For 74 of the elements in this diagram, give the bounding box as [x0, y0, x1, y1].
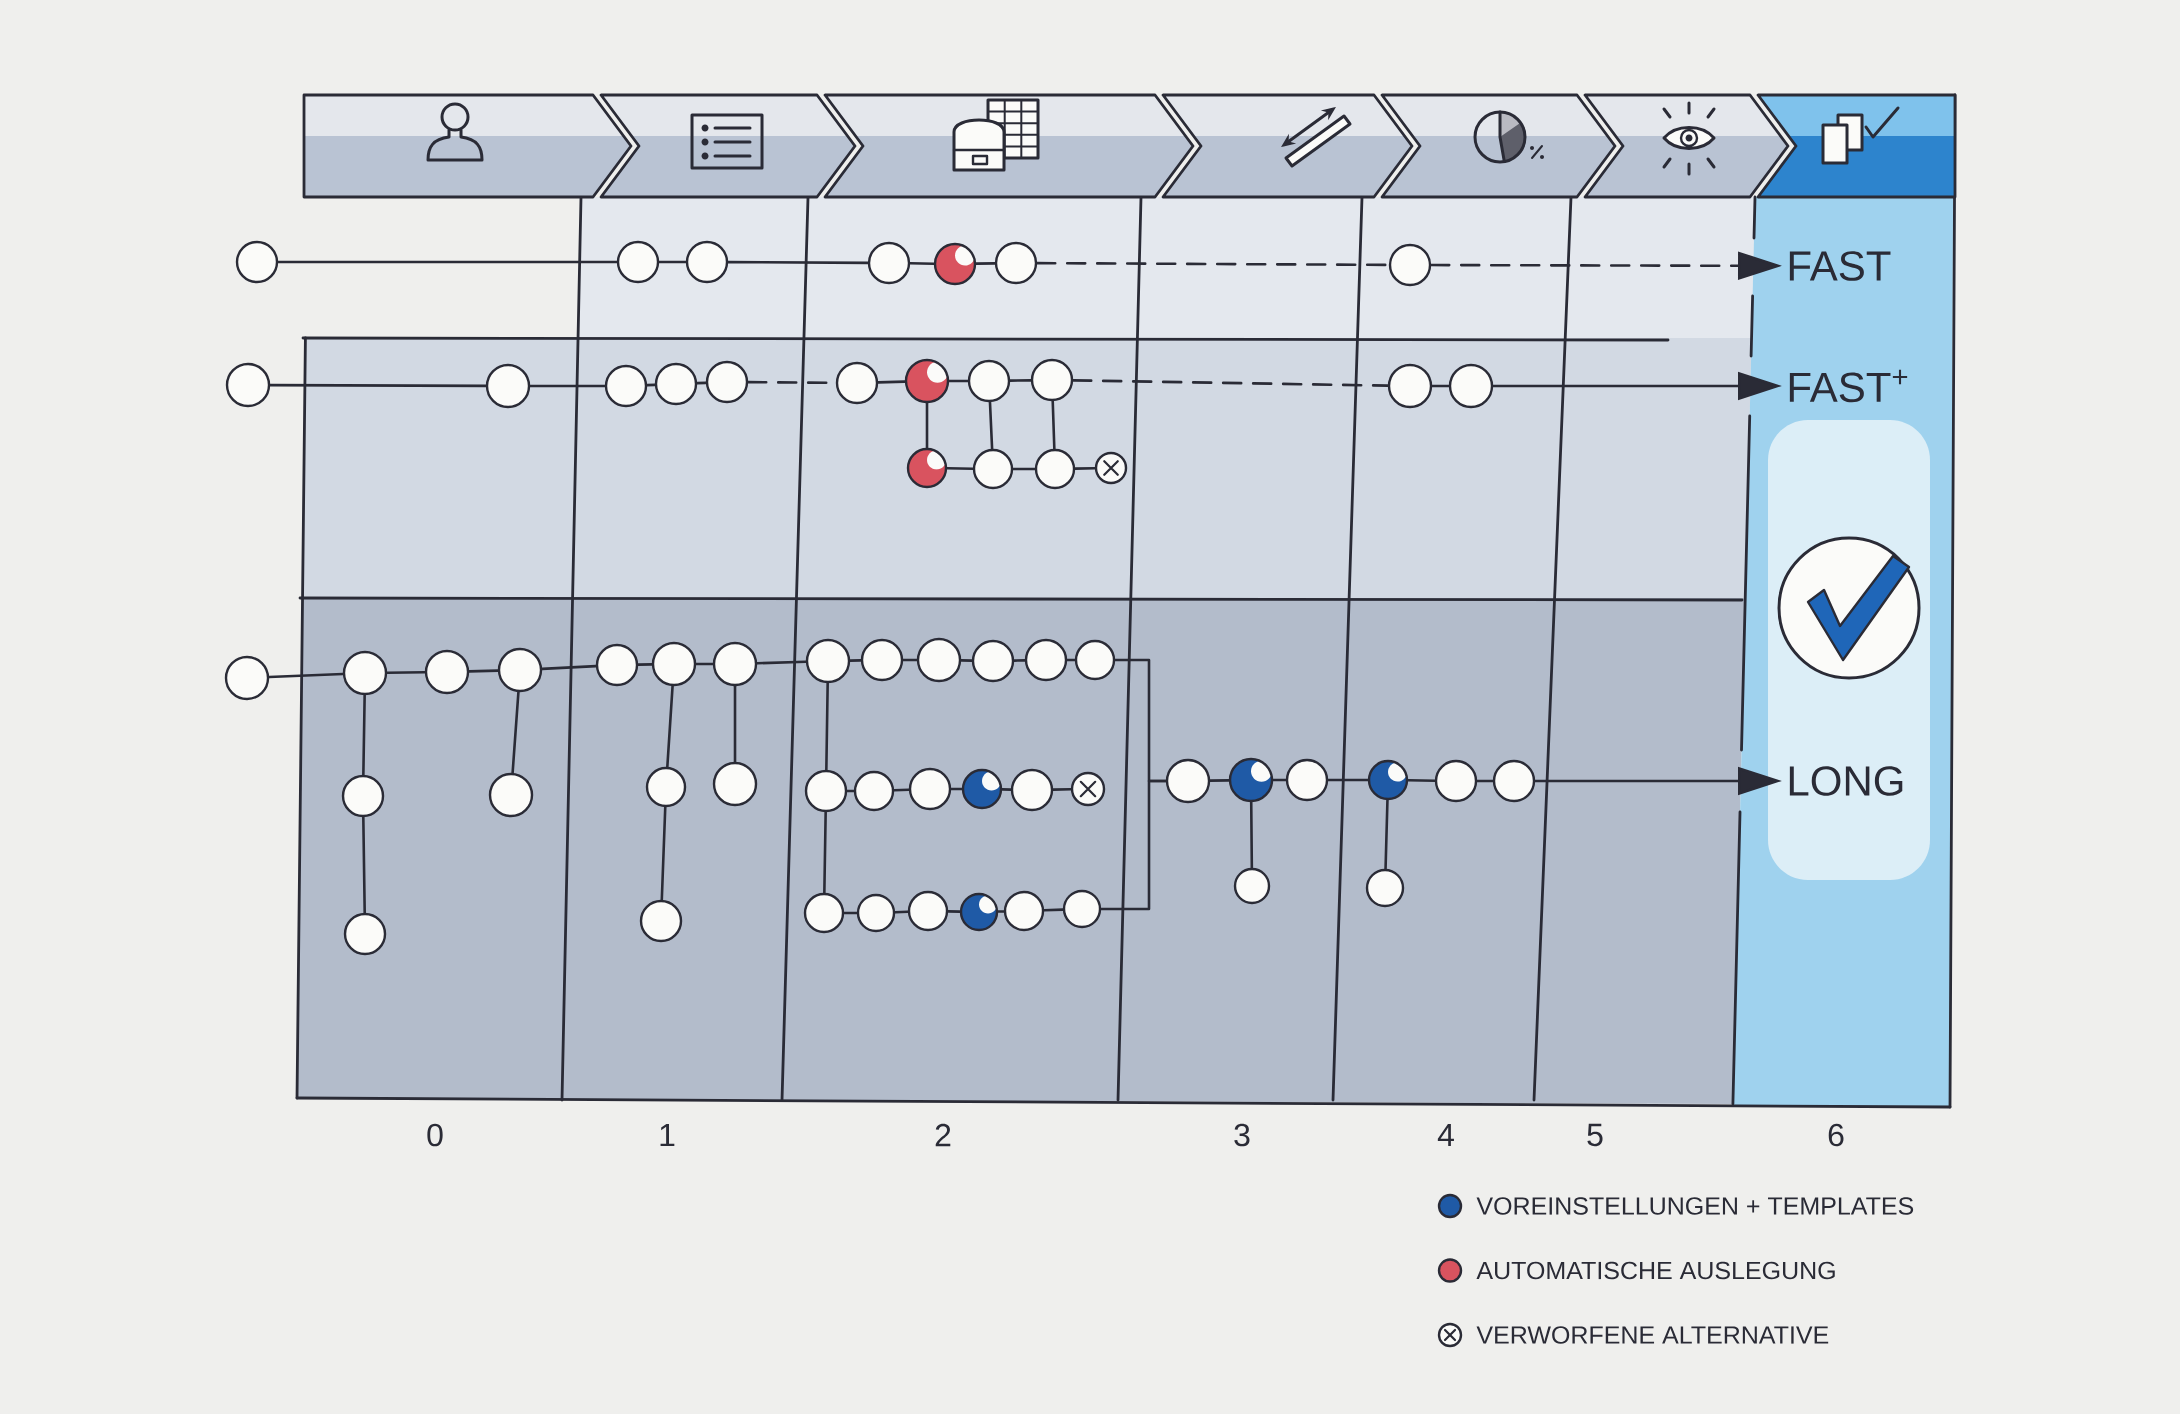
step-circle	[994, 241, 1038, 285]
step-circle	[497, 647, 543, 693]
column-number: 1	[660, 1124, 675, 1146]
step-circle	[972, 448, 1014, 490]
step-circle	[1030, 358, 1074, 402]
step-circle	[804, 769, 848, 813]
step-circle	[342, 650, 388, 696]
legend-text: VOREINSTELLUNGEN + TEMPLATES	[1476, 1197, 1914, 1215]
step-circle	[712, 761, 758, 807]
step-circle	[595, 643, 639, 687]
step-circle	[1387, 363, 1433, 409]
lane-label: FAST$^{+}$	[1789, 369, 1908, 403]
step-circle	[1285, 758, 1329, 802]
step-circle	[856, 893, 896, 933]
step-circle	[485, 363, 531, 409]
step-circle	[967, 359, 1011, 403]
step-circle	[488, 772, 534, 818]
step-circle	[1165, 758, 1211, 804]
step-circle	[1034, 448, 1076, 490]
step-circle	[424, 649, 470, 695]
step-circle	[860, 638, 904, 682]
step-circle	[651, 641, 697, 687]
filled-circle	[906, 447, 948, 489]
step-circle	[1492, 759, 1536, 803]
step-circle	[1074, 639, 1116, 681]
step-circle	[1365, 868, 1405, 908]
step-circle	[341, 774, 385, 818]
filled-circle	[959, 892, 999, 932]
crossed-circle	[1070, 771, 1106, 807]
step-circle	[1010, 768, 1054, 812]
step-circle	[835, 361, 879, 405]
filled-circle	[933, 242, 977, 286]
step-circle	[853, 770, 895, 812]
step-circle	[235, 240, 279, 284]
step-circle	[1024, 638, 1068, 682]
column-number: 0	[427, 1123, 443, 1147]
step-circle	[639, 899, 683, 943]
step-circle	[907, 890, 949, 932]
column-number: 3	[1234, 1123, 1250, 1147]
step-circle	[654, 362, 698, 406]
crossed-circle	[1094, 451, 1128, 485]
lane-label: FAST	[1789, 251, 1891, 281]
filled-circle	[904, 358, 950, 404]
filled-circle	[1367, 759, 1409, 801]
step-circle	[685, 240, 729, 284]
step-circle	[604, 364, 648, 408]
step-circle	[867, 241, 911, 285]
step-circle	[645, 766, 687, 808]
step-circle	[343, 912, 387, 956]
filled-circle	[1228, 757, 1274, 803]
step-circle	[1062, 889, 1102, 929]
filled-circle	[961, 768, 1003, 810]
column-number: 4	[1437, 1124, 1454, 1146]
lane-label: LONG	[1789, 766, 1903, 796]
step-circle	[916, 637, 962, 683]
step-circle	[805, 638, 851, 684]
step-circle	[803, 892, 845, 934]
step-circle	[224, 655, 270, 701]
legend-text: VERWORFENE ALTERNATIVE	[1476, 1326, 1829, 1344]
step-circle	[1233, 867, 1271, 905]
step-circle	[971, 639, 1015, 683]
step-circle	[616, 240, 660, 284]
column-number: 5	[1587, 1123, 1603, 1147]
step-circle	[1003, 890, 1045, 932]
step-circle	[712, 641, 758, 687]
step-circle	[908, 767, 952, 811]
step-circle	[225, 362, 271, 408]
step-circle	[1434, 759, 1478, 803]
step-circle	[1448, 363, 1494, 409]
column-number: 2	[935, 1123, 951, 1147]
step-circle	[1388, 243, 1432, 287]
step-circle	[705, 360, 749, 404]
legend-text: AUTOMATISCHE AUSLEGUNG	[1476, 1261, 1835, 1280]
column-number: 6	[1828, 1123, 1844, 1147]
